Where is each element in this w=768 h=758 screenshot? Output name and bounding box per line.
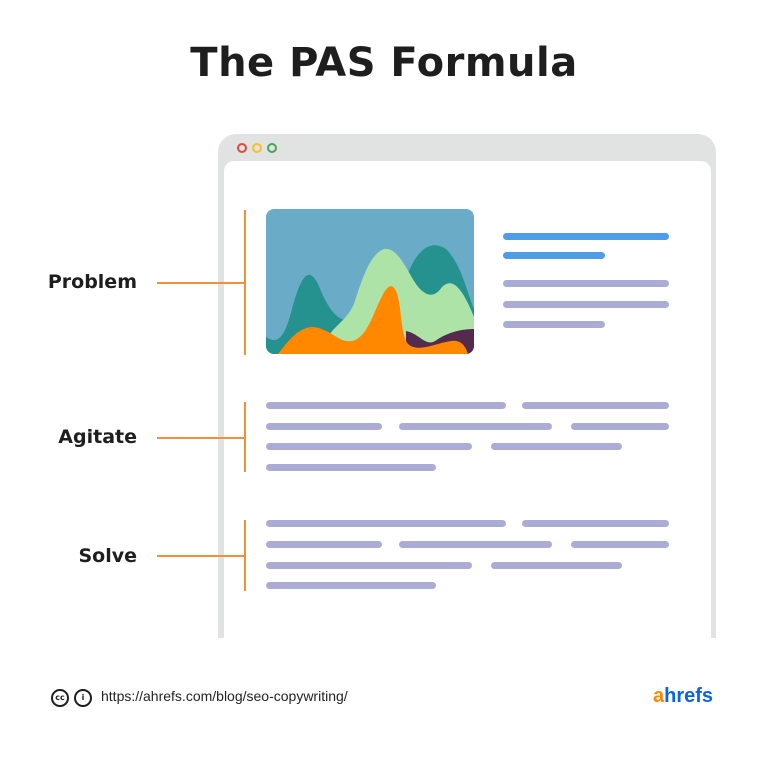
heading-bar	[503, 233, 669, 240]
bracket-solve	[244, 520, 246, 591]
bracket-agitate	[244, 402, 246, 472]
text-bar	[266, 541, 382, 548]
text-bar	[571, 423, 669, 430]
text-bar	[266, 562, 472, 569]
text-bar	[503, 280, 669, 287]
text-bar	[491, 443, 622, 450]
text-bar	[266, 464, 436, 471]
text-bar	[571, 541, 669, 548]
text-bar	[503, 301, 669, 308]
text-bar	[266, 423, 382, 430]
text-bar	[266, 582, 436, 589]
text-bar	[266, 402, 506, 409]
text-bar	[266, 443, 472, 450]
by-attribution-icon: i	[74, 689, 92, 707]
minimize-dot-icon	[252, 143, 262, 153]
label-agitate: Agitate	[58, 426, 137, 448]
cc-icon: cc	[51, 689, 69, 707]
page-title: The PAS Formula	[190, 40, 578, 86]
chart-image-illustration	[266, 209, 474, 354]
text-bar	[399, 541, 552, 548]
text-bar	[399, 423, 552, 430]
text-bar	[491, 562, 622, 569]
text-bar	[522, 520, 669, 527]
label-problem: Problem	[47, 271, 137, 293]
bracket-problem	[244, 210, 246, 355]
logo-a: a	[653, 685, 665, 707]
connector-solve	[157, 555, 245, 557]
connector-agitate	[157, 437, 245, 439]
logo-rest: hrefs	[664, 685, 714, 707]
text-bar	[266, 520, 506, 527]
ahrefs-logo: ahrefs	[653, 685, 713, 708]
subheading-bar	[503, 252, 605, 259]
label-solve: Solve	[78, 545, 137, 567]
connector-problem	[157, 282, 245, 284]
text-bar	[503, 321, 605, 328]
maximize-dot-icon	[267, 143, 277, 153]
source-link[interactable]: https://ahrefs.com/blog/seo-copywriting/	[101, 688, 348, 704]
close-dot-icon	[237, 143, 247, 153]
text-bar	[522, 402, 669, 409]
area-chart-icon	[266, 209, 474, 354]
